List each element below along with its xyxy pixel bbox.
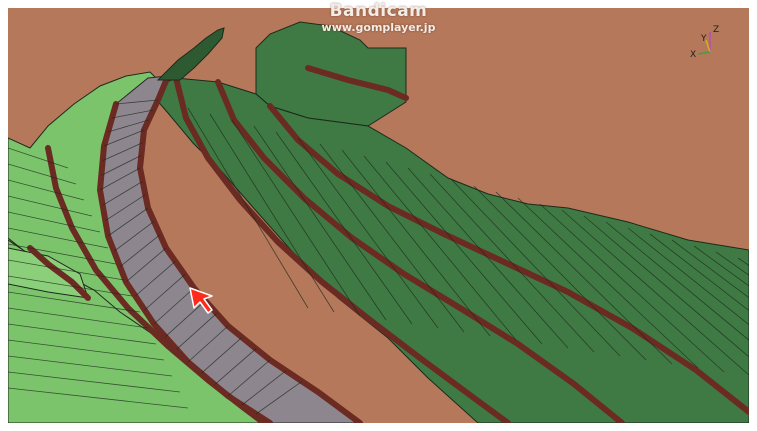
- road-mesh-line: [144, 274, 185, 311]
- left-mesh-line: [8, 307, 149, 329]
- road-mesh-line: [119, 234, 161, 267]
- slope-mesh-line: [253, 125, 387, 321]
- left-mesh-line: [8, 259, 125, 281]
- road-mesh-line: [102, 142, 143, 162]
- slope-mesh-line: [539, 203, 725, 373]
- road-mesh-line: [103, 129, 145, 147]
- slope-mesh-line: [275, 131, 413, 325]
- berm-right-1: [173, 75, 511, 423]
- left-mesh-line: [8, 147, 69, 169]
- left-mesh-line: [8, 275, 133, 297]
- slope-mesh-line: [583, 215, 749, 358]
- berm-right-2: [215, 79, 625, 423]
- slope-mesh-line: [363, 155, 517, 341]
- slope-mesh-line: [693, 245, 749, 287]
- y-axis-label: Y: [700, 34, 707, 44]
- left-mesh-line: [8, 243, 117, 265]
- slope-mesh-line: [473, 185, 647, 361]
- left-mesh-line: [8, 227, 109, 249]
- left-mesh-line: [8, 195, 93, 217]
- mouse-pointer-icon: [189, 287, 213, 314]
- excavation-model-render[interactable]: [8, 8, 749, 423]
- road-mesh-line: [105, 194, 146, 222]
- left-mesh-line: [8, 323, 157, 345]
- berm-right-4: [305, 65, 409, 101]
- left-mesh-line: [8, 179, 85, 201]
- slope-mesh-line: [297, 137, 439, 329]
- berm-left-2: [27, 245, 91, 301]
- road-mesh-line: [214, 348, 257, 385]
- z-axis-label: Z: [713, 25, 719, 35]
- slope-mesh-line: [231, 119, 361, 317]
- left-mesh-line: [8, 355, 173, 377]
- road-mesh-line: [107, 119, 149, 133]
- slope-mesh-line: [341, 149, 491, 337]
- berm-left-1: [45, 145, 267, 423]
- road-mesh-line: [135, 261, 176, 297]
- slope-mesh-line: [451, 179, 621, 357]
- road-mesh-line: [165, 300, 206, 337]
- slope-mesh-line: [407, 167, 569, 349]
- road-mesh-line: [201, 337, 243, 374]
- x-axis-label: X: [690, 50, 696, 60]
- left-mesh-line: [8, 371, 181, 393]
- road-mesh-line: [176, 313, 217, 350]
- slope-mesh-line: [517, 197, 699, 369]
- slope-mesh-line: [209, 113, 335, 313]
- left-mesh-line: [8, 211, 101, 233]
- road-mesh-line: [101, 154, 142, 176]
- left-mesh-line: [8, 291, 141, 313]
- cursor-arrow: [189, 287, 213, 314]
- road-mesh-line: [102, 180, 143, 206]
- left-mesh-line: [8, 387, 189, 409]
- slope-mesh-line: [605, 221, 749, 341]
- road-mesh-line: [227, 359, 271, 397]
- road-mesh-line: [187, 325, 229, 363]
- road-mesh-line: [115, 99, 159, 105]
- left-mesh-line: [8, 163, 77, 185]
- xyz-axis-triad-icon: Z Y X: [690, 25, 719, 60]
- mesh-grid: [8, 99, 749, 415]
- ridge-crest: [156, 27, 225, 81]
- x-axis-line: [697, 51, 711, 55]
- road-mesh-line: [241, 370, 287, 406]
- berm-right-3: [267, 103, 749, 415]
- slope-mesh-line: [649, 233, 749, 312]
- slope-dark-green-main: [147, 77, 749, 423]
- slope-mesh-line: [385, 161, 543, 345]
- 3d-viewport[interactable]: [8, 8, 749, 423]
- slope-mesh-line: [495, 191, 673, 365]
- slope-mesh-line: [187, 107, 309, 309]
- left-mesh-line: [8, 339, 165, 361]
- slope-mesh-line: [671, 239, 749, 299]
- road-mesh-line: [111, 109, 154, 119]
- road-mesh-line: [125, 247, 167, 283]
- slope-mesh-line: [429, 173, 595, 353]
- slope-mesh-line: [319, 143, 465, 333]
- road-mesh-line: [153, 287, 195, 325]
- road-mesh-line: [255, 381, 303, 415]
- slope-mesh-line: [561, 209, 749, 376]
- slope-mesh-line: [627, 227, 749, 326]
- y-axis-line: [705, 39, 711, 53]
- road-mesh-line: [99, 167, 141, 191]
- road-mesh-line: [113, 221, 155, 252]
- road-mesh-line: [107, 207, 149, 237]
